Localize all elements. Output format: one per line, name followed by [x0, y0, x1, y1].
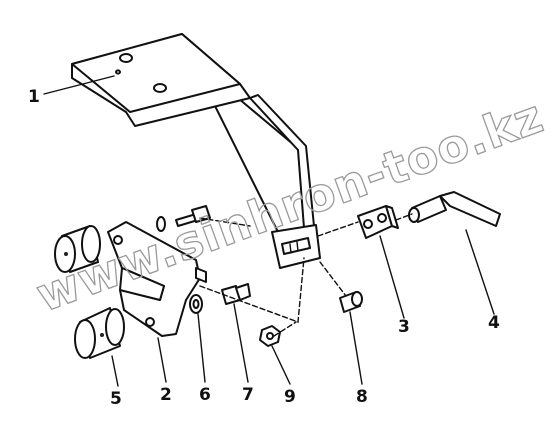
leader-3 — [379, 235, 405, 319]
leader-5 — [111, 355, 119, 387]
part-9-nut — [259, 325, 281, 347]
leader-2 — [157, 337, 167, 383]
part-6-washer — [189, 294, 203, 314]
callout-labels: 1 2 3 4 5 6 7 8 9 — [28, 87, 500, 409]
part-3-link-plate — [357, 205, 399, 239]
leader-9 — [271, 345, 291, 385]
callout-2: 2 — [160, 385, 172, 405]
leader-lines — [43, 75, 495, 387]
leader-8 — [349, 311, 363, 385]
callout-8: 8 — [356, 387, 368, 407]
assembly-lines — [199, 213, 413, 337]
part-1-pedal-plate — [71, 33, 315, 237]
callout-4: 4 — [488, 313, 500, 333]
callout-9: 9 — [284, 387, 296, 407]
part-4-handle-pin — [408, 191, 501, 227]
part-5-bushing-bottom — [74, 307, 125, 359]
part-7-bolt — [221, 283, 251, 305]
lever-lower-block — [271, 224, 321, 269]
part-2-bracket — [107, 221, 207, 337]
leader-4 — [465, 229, 495, 315]
leader-7 — [233, 303, 249, 383]
callout-6: 6 — [199, 385, 211, 405]
leader-1 — [43, 75, 115, 95]
callout-5: 5 — [110, 389, 122, 409]
part-5-bushing-top — [54, 225, 101, 273]
callout-7: 7 — [242, 385, 254, 405]
callout-1: 1 — [28, 87, 40, 107]
callout-3: 3 — [398, 317, 410, 337]
leader-6 — [197, 313, 206, 383]
part-8-pin — [339, 291, 363, 313]
upper-bolt — [156, 205, 211, 232]
